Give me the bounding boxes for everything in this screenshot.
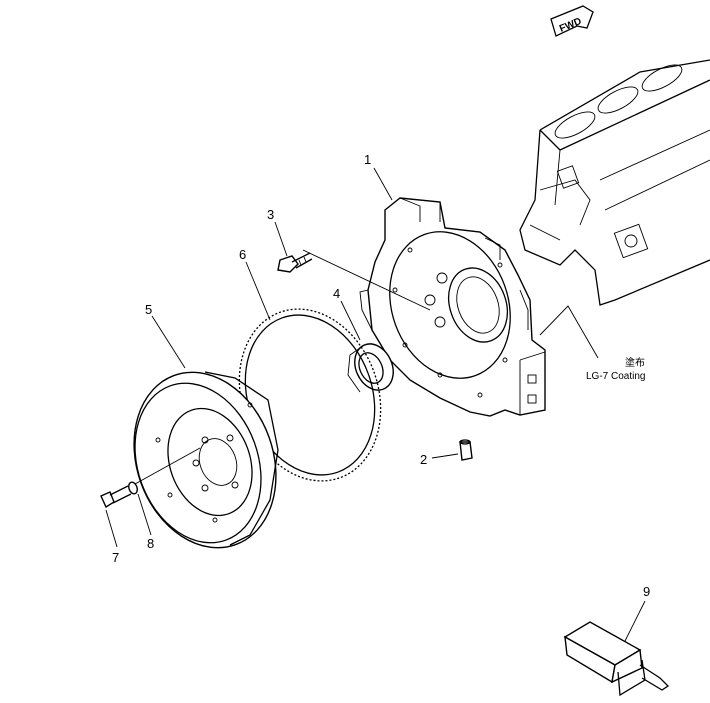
flywheel-housing: [359, 197, 546, 417]
callout-1: 1: [364, 152, 371, 167]
leader-lines: [105, 167, 646, 642]
callout-7: 7: [112, 550, 119, 565]
washer: [128, 481, 138, 495]
callout-4: 4: [333, 286, 340, 301]
callout-3: 3: [267, 207, 274, 222]
fwd-label: FWD: [558, 16, 583, 35]
callout-5: 5: [145, 302, 152, 317]
flywheel-bolt: [100, 485, 132, 509]
engine-block: [519, 59, 710, 306]
coating-note-japanese: 塗布: [625, 356, 645, 369]
housing-bolt: [277, 252, 313, 273]
callout-6: 6: [239, 247, 246, 262]
callout-9: 9: [643, 584, 650, 599]
callout-2: 2: [420, 452, 427, 467]
oil-seal: [347, 343, 394, 393]
coating-note-english: LG-7 Coating: [586, 371, 645, 382]
special-tool: [563, 621, 670, 697]
drain-plug: [459, 439, 473, 461]
flywheel: [133, 371, 279, 549]
callout-8: 8: [147, 536, 154, 551]
forward-arrow-icon: FWD: [550, 5, 594, 37]
